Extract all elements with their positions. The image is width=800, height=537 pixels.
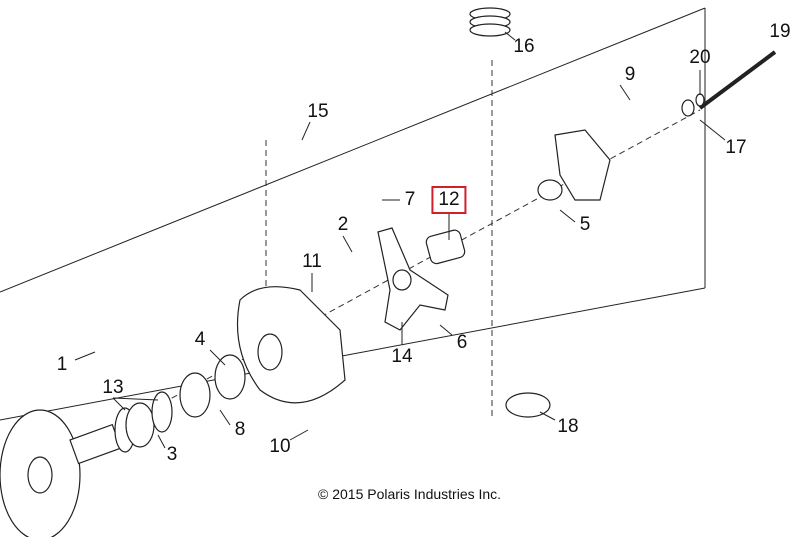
callout-15: 15 xyxy=(307,101,329,122)
callout-6: 6 xyxy=(456,332,468,353)
callout-4: 4 xyxy=(194,329,206,350)
callout-13: 13 xyxy=(102,377,124,398)
callout-19: 19 xyxy=(769,21,791,42)
callout-14: 14 xyxy=(391,346,413,367)
callout-1: 1 xyxy=(56,354,68,375)
bushings xyxy=(179,354,246,418)
spider-cover xyxy=(236,286,346,404)
callout-8: 8 xyxy=(234,419,246,440)
copyright-text: © 2015 Polaris Industries Inc. xyxy=(318,486,502,502)
sheave-part xyxy=(0,409,122,537)
callout-11: 11 xyxy=(302,251,322,272)
callout-12: 12 xyxy=(431,186,467,214)
callout-10: 10 xyxy=(269,436,291,457)
washer-18 xyxy=(505,392,551,418)
callout-20: 20 xyxy=(689,47,711,68)
callout-18: 18 xyxy=(557,416,579,437)
rings-13 xyxy=(114,391,173,453)
leader-lines xyxy=(74,31,726,449)
callout-5: 5 xyxy=(579,214,591,235)
callout-3: 3 xyxy=(166,444,178,465)
bolt-19 xyxy=(681,50,777,117)
callout-16: 16 xyxy=(513,36,535,57)
springs-16 xyxy=(469,7,511,37)
callout-2: 2 xyxy=(337,214,349,235)
spider-part xyxy=(377,227,466,331)
callout-9: 9 xyxy=(624,64,636,85)
frame-lines xyxy=(0,7,706,421)
callout-7: 7 xyxy=(404,189,416,210)
spider-plate-5 xyxy=(537,129,611,201)
callout-17: 17 xyxy=(725,137,747,158)
